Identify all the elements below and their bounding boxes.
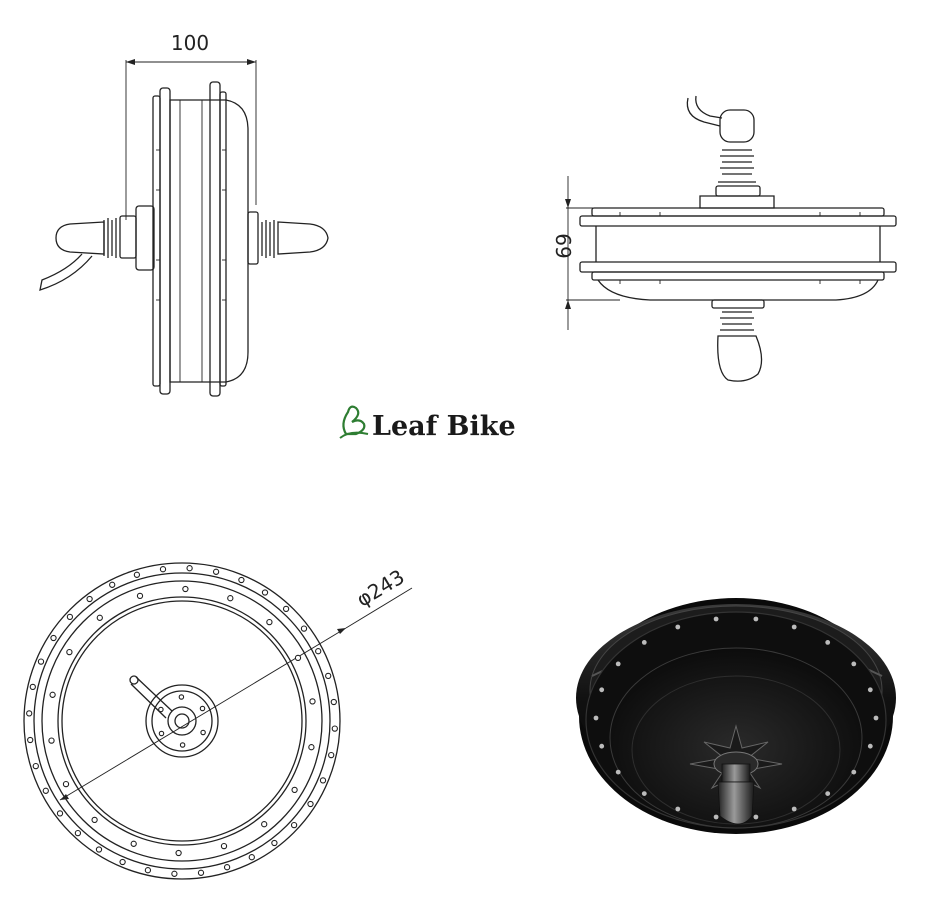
outer-bolt-hole xyxy=(212,568,220,575)
side-view: 69 xyxy=(551,95,897,382)
outer-bolt-hole xyxy=(42,787,49,794)
leaf-logo-icon xyxy=(339,405,369,439)
outer-bolt-hole xyxy=(319,777,327,784)
inner-bolt-hole xyxy=(309,698,316,705)
inner-bolt-hole xyxy=(96,614,103,621)
outer-bolt-hole xyxy=(282,605,290,613)
inner-bolt-hole xyxy=(66,648,73,656)
inner-bolt-hole xyxy=(291,786,298,794)
outer-bolt-hole xyxy=(95,846,103,853)
outer-bolt-hole xyxy=(330,698,337,706)
inner-bolt-hole xyxy=(175,849,182,857)
hub-bolt-hole xyxy=(200,729,206,736)
outer-bolt-hole xyxy=(300,625,308,632)
hub-bolt-hole xyxy=(178,694,185,700)
rendered-bolt-hole xyxy=(825,791,831,796)
rendered-bolt-hole xyxy=(825,640,831,645)
rendered-bolt-hole xyxy=(791,806,797,812)
outer-bolt-hole xyxy=(56,810,64,817)
outer-bolt-hole xyxy=(171,870,178,877)
front-view: 100 xyxy=(39,31,329,397)
face-view: φ243 xyxy=(23,562,413,880)
outer-bolt-hole xyxy=(159,566,167,573)
outer-bolt-hole xyxy=(197,869,205,876)
diameter-dimension-label: φ243 xyxy=(352,564,408,611)
outer-bolt-hole xyxy=(307,800,314,808)
inner-bolt-hole xyxy=(308,744,315,751)
rendered-view xyxy=(576,598,896,834)
outer-bolt-hole xyxy=(261,589,269,596)
width-dimension: 100 xyxy=(125,31,257,220)
inner-bolt-hole xyxy=(266,618,273,626)
rendered-bolt-hole xyxy=(599,687,605,693)
inner-bolt-hole xyxy=(91,816,98,824)
outer-bolt-hole xyxy=(37,658,45,665)
outer-bolt-hole xyxy=(74,829,82,837)
outer-bolt-hole xyxy=(29,683,36,691)
brand-name: Leaf Bike xyxy=(372,411,516,442)
inner-bolt-hole xyxy=(294,654,302,662)
inner-bolt-hole xyxy=(62,780,70,788)
rendered-bolt-hole xyxy=(713,616,719,622)
rendered-bolt-hole xyxy=(867,687,873,693)
outer-bolt-hole xyxy=(32,762,39,770)
rendered-bolt-hole xyxy=(873,715,879,721)
outer-bolt-hole xyxy=(325,672,332,680)
hub-bolt-hole xyxy=(179,742,186,748)
width-dimension-label: 100 xyxy=(171,31,209,55)
outer-bolt-hole xyxy=(290,821,298,829)
rendered-bolt-hole xyxy=(791,624,797,630)
rendered-bolt-hole xyxy=(851,769,857,775)
outer-bolt-hole xyxy=(238,576,245,584)
hub-bolt-hole xyxy=(158,730,165,737)
outer-bolt-hole xyxy=(248,854,255,861)
inner-bolt-hole xyxy=(136,592,144,600)
height-dimension-label: 69 xyxy=(551,233,575,258)
outer-bolt-hole xyxy=(66,613,74,621)
height-dimension: 69 xyxy=(551,176,700,330)
inner-bolt-hole xyxy=(48,737,55,744)
rendered-bolt-hole xyxy=(615,661,621,667)
rendered-bolt-hole xyxy=(641,640,647,645)
hub-bolt-hole xyxy=(199,705,206,712)
outer-bolt-hole xyxy=(271,839,278,847)
inner-bolt-hole xyxy=(261,821,268,828)
rendered-bolt-hole xyxy=(675,624,681,630)
rendered-bolt-hole xyxy=(615,769,621,775)
rendered-bolt-hole xyxy=(851,661,857,667)
outer-bolt-hole xyxy=(109,581,116,588)
inner-bolt-hole xyxy=(220,842,228,850)
outer-bolt-hole xyxy=(27,736,34,744)
outer-bolt-hole xyxy=(315,648,322,655)
inner-bolt-hole xyxy=(130,840,137,847)
rendered-bolt-hole xyxy=(753,616,759,622)
outer-bolt-hole xyxy=(133,571,141,578)
rendered-bolt-hole xyxy=(641,791,647,796)
inner-bolt-hole xyxy=(49,691,56,698)
outer-bolt-hole xyxy=(86,595,93,603)
outer-bolt-hole xyxy=(223,864,231,871)
rendered-bolt-hole xyxy=(753,814,759,820)
outer-bolt-hole xyxy=(328,751,335,759)
outer-bolt-hole xyxy=(26,710,33,717)
inner-bolt-hole xyxy=(227,595,234,602)
rendered-bolt-hole xyxy=(675,806,681,812)
rendered-bolt-hole xyxy=(713,814,719,820)
outer-bolt-hole xyxy=(186,565,193,572)
outer-bolt-hole xyxy=(50,634,57,642)
outer-bolt-hole xyxy=(331,725,338,732)
hub-bolt-hole xyxy=(158,706,164,713)
rendered-bolt-hole xyxy=(599,743,605,749)
outer-bolt-hole xyxy=(119,858,126,866)
rendered-bolt-hole xyxy=(867,743,873,749)
rendered-bolt-hole xyxy=(593,715,599,721)
outer-bolt-hole xyxy=(144,867,152,874)
inner-bolt-hole xyxy=(182,585,189,593)
brand-logo: Leaf Bike xyxy=(339,405,516,442)
